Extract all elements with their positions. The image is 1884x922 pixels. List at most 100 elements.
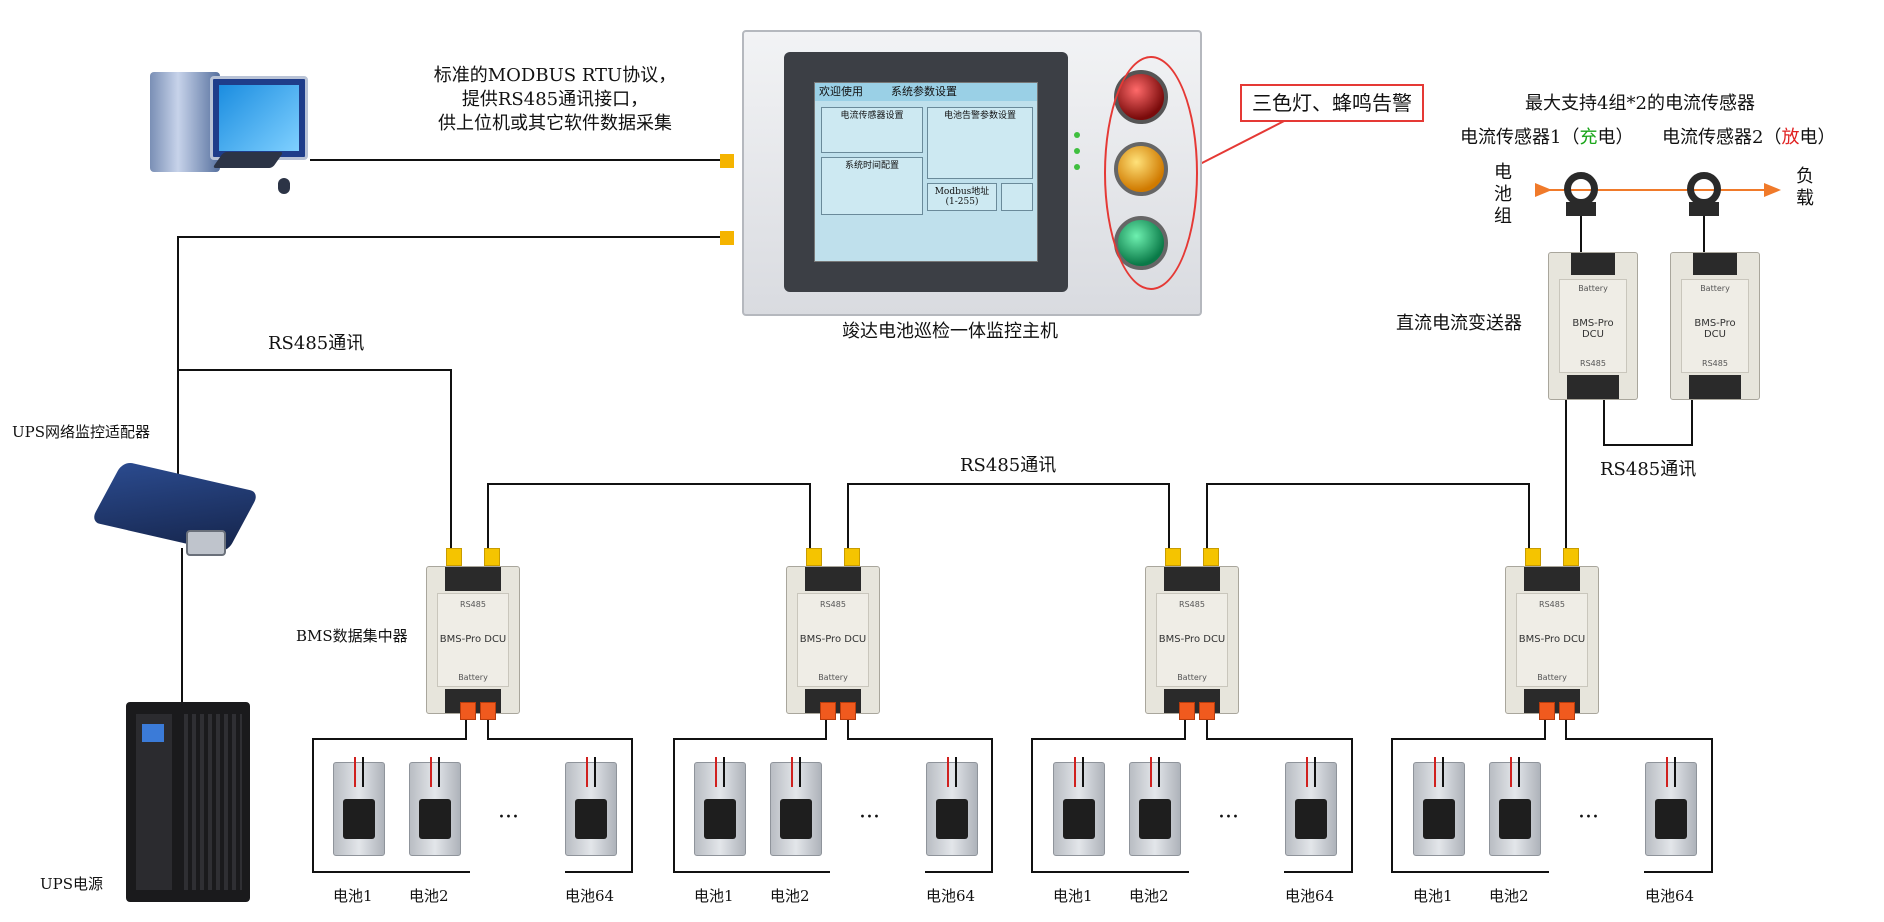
transmitter-2-tag: Battery [1700, 284, 1730, 293]
ups-adapter-label: UPS网络监控适配器 [12, 423, 151, 441]
battery-icon [1489, 757, 1541, 856]
battery-label: 电池1 [1413, 887, 1453, 905]
battery-terminal [1559, 702, 1575, 720]
host-title: 竣达电池巡检一体监控主机 [842, 321, 1058, 342]
host-port-1 [720, 154, 734, 168]
hmi-panel-current: 电流传感器设置 [821, 107, 923, 153]
battery-icon [926, 757, 978, 856]
bms-collector-3: RS485 BMS-Pro DCU Battery [1145, 566, 1239, 714]
bms-collector-2: RS485 BMS-Pro DCU Battery [786, 566, 880, 714]
sensor-title: 最大支持4组*2的电流传感器 [1525, 93, 1755, 114]
battery-terminal [460, 702, 476, 720]
battery-label: 电池64 [926, 887, 976, 905]
host-port-2 [720, 231, 734, 245]
battery-group-label: 电 池 组 [1494, 162, 1512, 227]
hmi-ok-button [1001, 183, 1033, 211]
hmi-screen: 欢迎使用 系统参数设置 电流传感器设置 电池告警参数设置 系统时间配置 Modb… [814, 82, 1038, 262]
protocol-line-2: 提供RS485通讯接口， [461, 89, 649, 110]
battery-ellipsis: ··· [1218, 805, 1239, 830]
rs485-terminal [1525, 548, 1541, 566]
battery-terminal [480, 702, 496, 720]
ups-label: UPS电源 [40, 875, 104, 893]
battery-terminal [820, 702, 836, 720]
rs485-terminal [1563, 548, 1579, 566]
discharge-mark: 放 [1781, 127, 1800, 148]
battery-label: 电池2 [1489, 887, 1529, 905]
battery-ellipsis: ··· [1578, 805, 1599, 830]
collector-model: BMS-Pro DCU [1158, 634, 1226, 645]
bms-collector-1: RS485 BMS-Pro DCU Battery [426, 566, 520, 714]
rs485-label-left: RS485通讯 [268, 333, 365, 354]
collector-port: RS485 [460, 600, 486, 609]
battery-icon [1285, 757, 1337, 856]
collector-port: RS485 [1179, 600, 1205, 609]
status-led [1074, 148, 1080, 154]
collector-tag: Battery [458, 673, 488, 682]
battery-icon [1053, 757, 1105, 856]
battery-label: 电池2 [409, 887, 449, 905]
collector-model: BMS-Pro DCU [799, 634, 867, 645]
rs485-terminal [1203, 548, 1219, 566]
battery-label: 电池64 [1645, 887, 1695, 905]
rs485-terminal [1165, 548, 1181, 566]
protocol-line-3: 供上位机或其它软件数据采集 [438, 113, 672, 134]
load-label: 负 载 [1796, 166, 1814, 209]
battery-label: 电池1 [1053, 887, 1093, 905]
battery-terminal [840, 702, 856, 720]
rs485-label-right: RS485通讯 [1600, 459, 1697, 480]
current-sensor-1-base [1566, 202, 1596, 216]
battery-icon [1129, 757, 1181, 856]
rs485-terminal [844, 548, 860, 566]
battery-terminal [1539, 702, 1555, 720]
collector-tag: Battery [1177, 673, 1207, 682]
battery-icon [565, 757, 617, 856]
status-led [1074, 132, 1080, 138]
hmi-panel-modbus: Modbus地址 (1-255) [927, 183, 997, 211]
battery-terminal [1179, 702, 1195, 720]
battery-icon [694, 757, 746, 856]
rs485-label-center: RS485通讯 [960, 455, 1057, 476]
battery-icon [1645, 757, 1697, 856]
transmitter-1-model: BMS-Pro DCU [1572, 318, 1614, 340]
sensor-1-label: 电流传感器1（充电） [1460, 127, 1634, 148]
battery-label: 电池1 [333, 887, 373, 905]
current-sensor-1-icon [1564, 172, 1598, 206]
battery-label: 电池64 [565, 887, 615, 905]
battery-terminal [1199, 702, 1215, 720]
collector-tag: Battery [1537, 673, 1567, 682]
hmi-tab-welcome: 欢迎使用 [819, 85, 863, 98]
bms-collector-4: RS485 BMS-Pro DCU Battery [1505, 566, 1599, 714]
lamp-highlight-ring [1104, 56, 1198, 290]
rs485-terminal [806, 548, 822, 566]
hmi-panel-time: 系统时间配置 [821, 157, 923, 215]
battery-icon [333, 757, 385, 856]
battery-label: 电池64 [1285, 887, 1335, 905]
collector-tag: Battery [818, 673, 848, 682]
hmi-panel-alarm: 电池告警参数设置 [927, 107, 1033, 179]
battery-label: 电池2 [1129, 887, 1169, 905]
protocol-note: 标准的MODBUS RTU协议， 提供RS485通讯接口， 供上位机或其它软件数… [400, 64, 710, 136]
ups-device [126, 702, 250, 902]
status-led [1074, 164, 1080, 170]
alarm-callout: 三色灯、蜂鸣告警 [1240, 84, 1424, 122]
collector-port: RS485 [820, 600, 846, 609]
charge-mark: 充 [1579, 127, 1598, 148]
collector-port: RS485 [1539, 600, 1565, 609]
transmitter-2-model: BMS-Pro DCU [1694, 318, 1736, 340]
battery-icon [1413, 757, 1465, 856]
bms-label: BMS数据集中器 [296, 627, 408, 645]
ups-lcd-icon [142, 724, 164, 742]
transmitter-label: 直流电流变送器 [1396, 313, 1522, 334]
rs485-terminal [484, 548, 500, 566]
current-sensor-2-icon [1687, 172, 1721, 206]
sensor-2-label: 电流传感器2（放电） [1662, 127, 1836, 148]
battery-label: 电池1 [694, 887, 734, 905]
battery-icon [409, 757, 461, 856]
transmitter-1-tag: Battery [1578, 284, 1608, 293]
protocol-line-1: 标准的MODBUS RTU协议， [433, 65, 677, 86]
rs485-terminal [446, 548, 462, 566]
transmitter-2-port: RS485 [1702, 359, 1728, 368]
collector-model: BMS-Pro DCU [439, 634, 507, 645]
